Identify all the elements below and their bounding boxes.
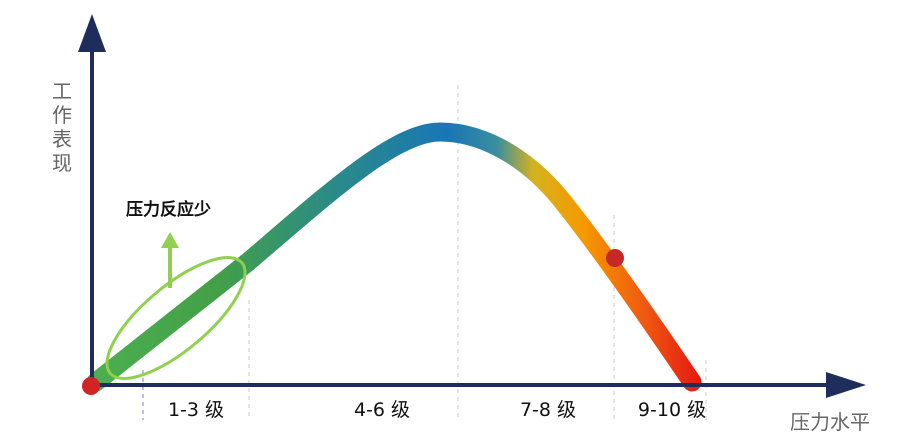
band-label-7-8: 7-8 级 (520, 399, 576, 421)
curve-marker-dot (606, 249, 624, 267)
band-label-4-6: 4-6 级 (354, 399, 410, 421)
y-axis-label: 工作表现 (52, 79, 72, 175)
y-axis-arrow (78, 14, 106, 52)
x-axis-label: 压力水平 (790, 410, 870, 434)
annotation-label: 压力反应少 (126, 199, 211, 220)
low-stress-highlight (105, 256, 247, 380)
performance-curve (86, 122, 702, 392)
band-label-9-10: 9-10 级 (638, 399, 706, 421)
origin-dot (82, 377, 100, 395)
annotation-arrow-head (161, 232, 179, 248)
x-axis-arrow (826, 372, 866, 398)
band-label-1-3: 1-3 级 (168, 399, 224, 421)
